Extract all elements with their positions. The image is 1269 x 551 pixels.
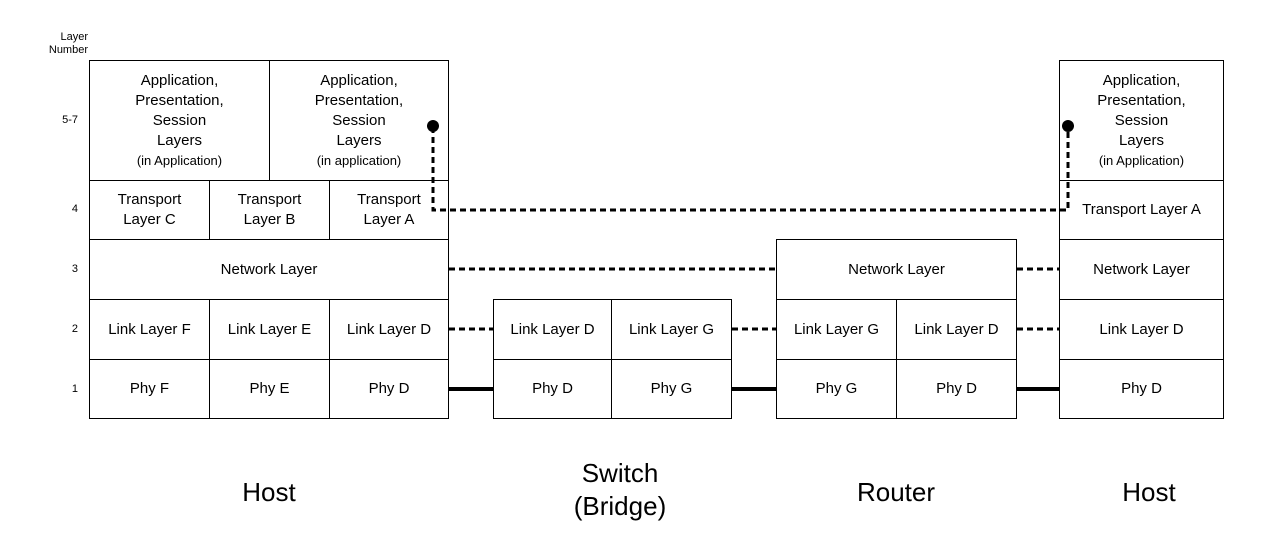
device-label-switch: Switch (Bridge)	[573, 458, 667, 521]
row-number-3: 3	[71, 263, 78, 275]
host-left-phy-f: Phy F	[89, 359, 210, 419]
host-left-transport-layer-a: Transport Layer A	[329, 180, 449, 240]
host-left-link-layer-f: Link Layer F	[89, 299, 210, 360]
host-left-network-layer: Network Layer	[89, 239, 449, 300]
switch-link-layer-d: Link Layer D	[493, 299, 612, 360]
row-number-5-7: 5-7	[62, 114, 78, 126]
router-phy-g: Phy G	[776, 359, 897, 419]
router-network-layer: Network Layer	[776, 239, 1017, 300]
row-number-1: 1	[71, 383, 78, 395]
host-left-phy-e: Phy E	[209, 359, 330, 419]
device-label-host-left: Host	[242, 477, 296, 507]
transport-peer-path	[431, 127, 1070, 212]
host-right-application-layers: Application, Presentation, Session Layer…	[1059, 60, 1224, 181]
host-right-link-layer-d: Link Layer D	[1059, 299, 1224, 360]
row-number-4: 4	[71, 203, 78, 215]
host-left-link-layer-d: Link Layer D	[329, 299, 449, 360]
row-number-2: 2	[71, 323, 78, 335]
device-label-router: Router	[856, 477, 936, 507]
host-left-link-layer-e: Link Layer E	[209, 299, 330, 360]
endpoint-dot-left	[427, 120, 439, 132]
layer-number-axis-title: Layer Number	[48, 31, 88, 56]
host-left-phy-d: Phy D	[329, 359, 449, 419]
switch-phy-d: Phy D	[493, 359, 612, 419]
switch-phy-g: Phy G	[611, 359, 732, 419]
host-right-transport-layer-a: Transport Layer A	[1059, 180, 1224, 240]
router-link-layer-g: Link Layer G	[776, 299, 897, 360]
host-right-phy-d: Phy D	[1059, 359, 1224, 419]
endpoint-dot-right	[1062, 120, 1074, 132]
host-left-transport-layer-b: Transport Layer B	[209, 180, 330, 240]
router-phy-d: Phy D	[896, 359, 1017, 419]
device-label-host-right: Host	[1122, 477, 1176, 507]
switch-link-layer-g: Link Layer G	[611, 299, 732, 360]
host-left-transport-layer-c: Transport Layer C	[89, 180, 210, 240]
